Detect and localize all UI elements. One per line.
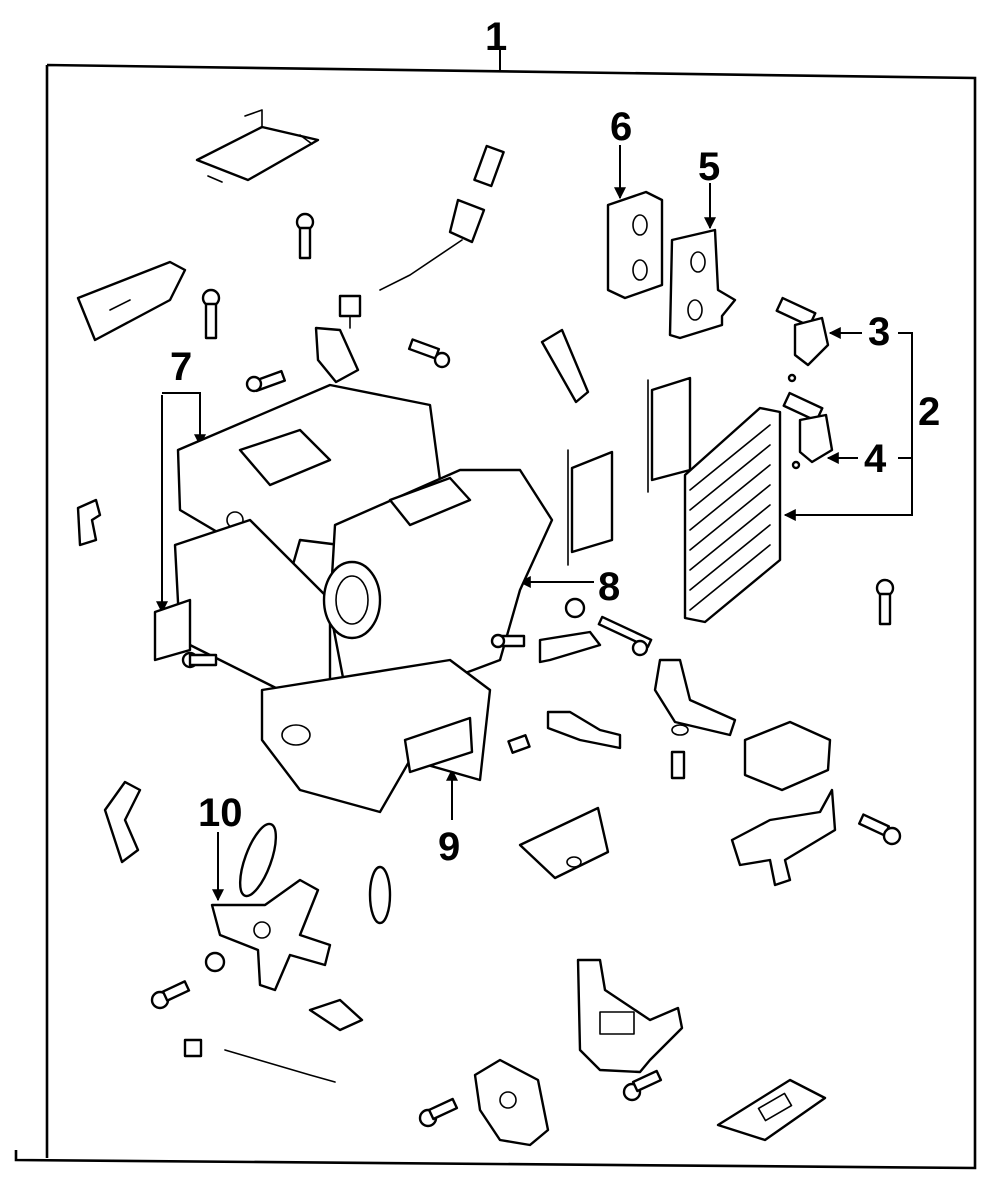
part-bracket-5 bbox=[668, 228, 737, 340]
part-hose-clip bbox=[540, 328, 590, 404]
part-fitting-4 bbox=[782, 391, 834, 470]
part-pad bbox=[567, 449, 614, 566]
part-bracket-small bbox=[314, 326, 360, 384]
part-link-slot bbox=[368, 865, 392, 925]
part-actuator-bracket bbox=[730, 788, 837, 887]
part-screw bbox=[295, 212, 315, 260]
part-link-arm bbox=[103, 780, 142, 864]
callout-9: 9 bbox=[438, 825, 460, 869]
part-cam bbox=[308, 998, 364, 1032]
part-rod bbox=[183, 1038, 336, 1083]
part-screw-small bbox=[507, 734, 531, 754]
part-screw bbox=[418, 1097, 459, 1128]
part-link-slot bbox=[238, 822, 278, 898]
part-screw bbox=[622, 1069, 663, 1102]
part-screw bbox=[875, 578, 895, 626]
callout-2: 2 bbox=[918, 390, 940, 434]
part-door-flap bbox=[518, 806, 610, 880]
part-knob-bracket bbox=[538, 597, 602, 664]
callout-3: 3 bbox=[868, 310, 890, 354]
part-screw bbox=[857, 813, 902, 846]
part-blower-motor bbox=[473, 1058, 550, 1147]
part-lever-10 bbox=[210, 878, 332, 992]
part-fitting-3 bbox=[775, 296, 830, 383]
part-clip-left bbox=[76, 260, 187, 342]
part-door-flap-top bbox=[195, 109, 320, 183]
part-screw bbox=[181, 651, 218, 669]
part-spring-rod bbox=[379, 144, 505, 291]
part-screw-horizontal bbox=[407, 338, 451, 369]
part-screw bbox=[490, 633, 526, 649]
callout-5: 5 bbox=[698, 145, 720, 189]
part-door-flap bbox=[716, 1078, 827, 1142]
callout-4: 4 bbox=[864, 437, 887, 481]
part-pad bbox=[647, 376, 692, 493]
part-screw bbox=[150, 980, 191, 1010]
assembly-frame bbox=[14, 50, 977, 1170]
part-mount-bracket bbox=[653, 658, 737, 780]
callout-8: 8 bbox=[598, 565, 620, 609]
part-connector bbox=[338, 294, 362, 329]
part-case-lower-7 bbox=[153, 518, 332, 692]
part-actuator bbox=[743, 720, 832, 792]
part-grommet bbox=[204, 951, 226, 973]
callout-1: 1 bbox=[485, 15, 507, 59]
leader-lines bbox=[156, 145, 913, 902]
part-screw bbox=[201, 288, 221, 340]
part-bracket-clip bbox=[546, 710, 622, 750]
callout-6: 6 bbox=[610, 105, 632, 149]
callout-7: 7 bbox=[170, 345, 192, 389]
part-outlet-duct-9 bbox=[260, 658, 492, 814]
part-heater-core bbox=[683, 406, 782, 624]
part-clip bbox=[76, 498, 102, 547]
part-seal-6 bbox=[606, 190, 664, 300]
part-long-bolt bbox=[597, 615, 653, 657]
part-mount-plate bbox=[576, 958, 684, 1074]
part-screw-horizontal bbox=[245, 369, 287, 393]
callout-10: 10 bbox=[198, 791, 243, 835]
